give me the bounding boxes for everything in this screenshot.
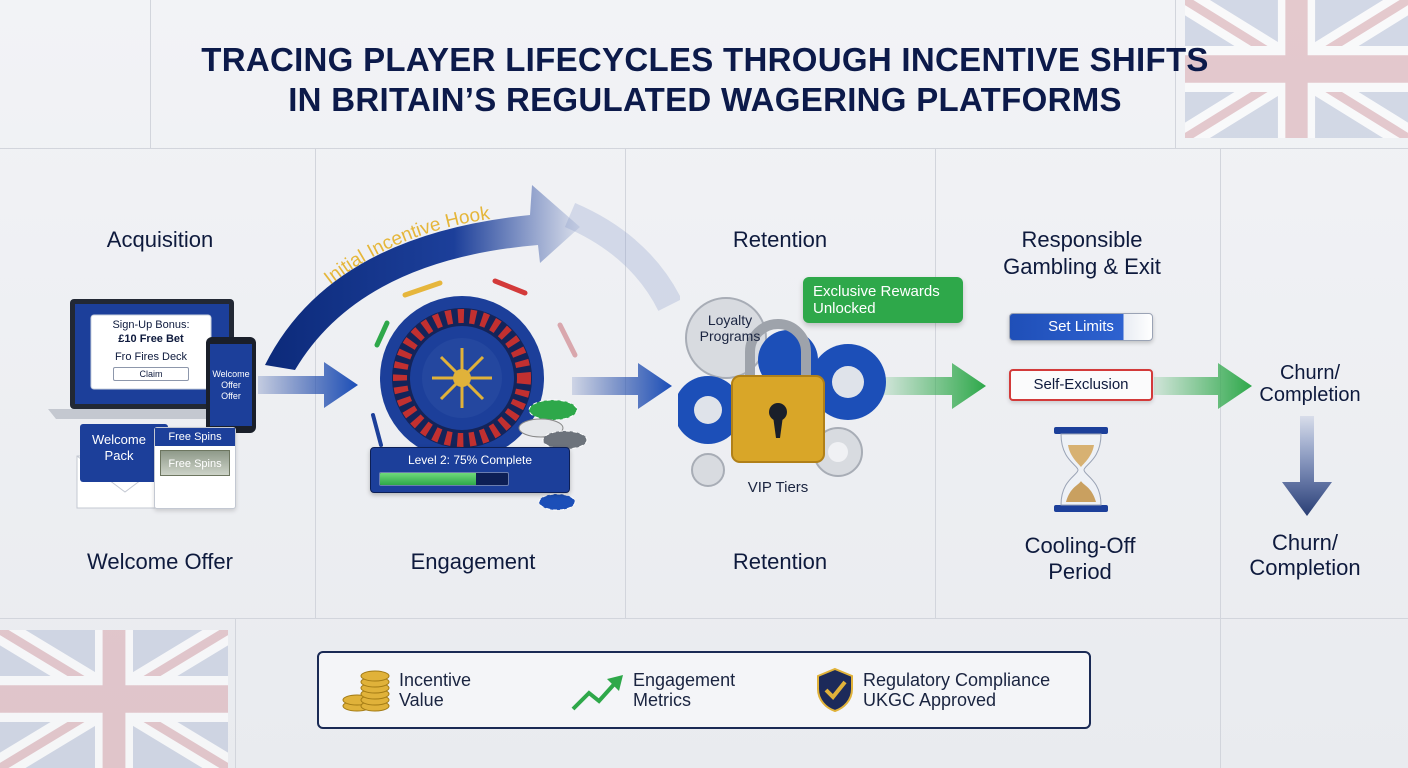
grid-line [150, 0, 151, 148]
progress-fill [380, 473, 476, 485]
grid-line [1220, 148, 1221, 768]
churn-top-line-2: Completion [1259, 384, 1361, 406]
grid-line [0, 618, 1408, 619]
legend-incentive: Incentive Value [399, 670, 471, 710]
stage-label-welcome-offer: Welcome Offer [87, 549, 233, 574]
legend-regulatory-line-1: Regulatory Compliance [863, 670, 1051, 690]
padlock-icon [731, 319, 825, 463]
incentive-hook-arc: Initial Incentive Hook [265, 185, 680, 370]
page-title: TRACING PLAYER LIFECYCLES THROUGH INCENT… [150, 40, 1260, 120]
churn-bottom-line-1: Churn/ [1271, 530, 1339, 555]
free-spins-ticket: Free Spins [160, 450, 230, 476]
title-line-2: IN BRITAIN’S REGULATED WAGERING PLATFORM… [288, 81, 1122, 118]
envelope-line-1: Welcome [92, 432, 146, 447]
laptop-icon [48, 299, 238, 419]
stage-label-engagement: Engagement [410, 549, 536, 574]
envelope-text: Welcome Pack [80, 432, 158, 464]
arrow-churn-down [1282, 416, 1332, 516]
trend-up-icon [571, 675, 623, 711]
cooling-line-1: Cooling-Off [1024, 533, 1136, 558]
set-limits-button[interactable]: Set Limits [1009, 313, 1153, 341]
level-progress-panel: Level 2: 75% Complete [370, 447, 570, 493]
free-spins-header: Free Spins [155, 428, 235, 446]
legend: Incentive Value Engagement Metrics Regul… [317, 651, 1091, 729]
coins-icon [342, 670, 390, 712]
loyalty-text: Loyalty Programs [699, 312, 761, 344]
stage-label-cooling-off: Cooling-Off Period [980, 533, 1180, 585]
shield-check-icon [817, 667, 853, 713]
legend-engagement: Engagement Metrics [633, 670, 735, 710]
arrow-retention-to-responsible [884, 363, 986, 409]
cooling-line-2: Period [1048, 559, 1112, 584]
stage-label-churn-bottom: Churn/ Completion [1225, 530, 1385, 580]
legend-engagement-line-2: Metrics [633, 690, 691, 710]
laptop-claim-button[interactable]: Claim [113, 367, 189, 381]
laptop-line-3: Fro Fires Deck [114, 351, 188, 363]
uk-flag-top-right [1185, 0, 1408, 138]
arrow-engagement-to-retention [572, 363, 672, 409]
stage-label-retention-top: Retention [732, 227, 828, 252]
grid-line [235, 618, 236, 768]
hourglass-icon [1054, 427, 1108, 512]
legend-incentive-line-2: Value [399, 690, 444, 710]
stage-label-retention-bottom: Retention [732, 549, 828, 574]
uk-flag-bottom-left [0, 630, 228, 768]
stage-label-responsible: Responsible Gambling & Exit [962, 226, 1202, 280]
progress-track [379, 472, 509, 486]
free-spins-card: Free Spins Free Spins [154, 427, 236, 509]
stage-label-acquisition: Acquisition [106, 227, 214, 252]
legend-incentive-line-1: Incentive [399, 670, 472, 690]
loyalty-programs-label: Loyalty Programs [690, 312, 770, 344]
laptop-line-2: £10 Free Bet [118, 333, 184, 345]
casino-chips-icon [518, 399, 588, 511]
phone-line-1: Welcome [212, 369, 250, 379]
vip-tiers-label: VIP Tiers [747, 479, 809, 496]
churn-bottom-line-2: Completion [1249, 555, 1361, 580]
exclusive-rewards-badge: Exclusive Rewards Unlocked [803, 277, 963, 323]
grid-line [0, 148, 1408, 149]
roulette-wheel-icon [380, 296, 544, 460]
arrow-acquisition-to-engagement [258, 362, 358, 408]
phone-line-3: Offer [221, 391, 241, 401]
progress-text: Level 2: 75% Complete [407, 453, 533, 467]
arrow-responsible-to-churn [1154, 363, 1252, 409]
phone-line-2: Offer [221, 380, 241, 390]
gears-icon [678, 297, 886, 487]
laptop-line-1: Sign-Up Bonus: [112, 319, 190, 331]
phone-icon [206, 337, 256, 433]
legend-regulatory-line-2: UKGC Approved [863, 690, 997, 710]
title-line-1: TRACING PLAYER LIFECYCLES THROUGH INCENT… [201, 41, 1209, 78]
laptop-screen-text: Sign-Up Bonus: £10 Free Bet Fro Fires De… [91, 318, 211, 381]
stage-label-churn-top: Churn/ Completion [1230, 362, 1390, 406]
responsible-line-2: Gambling & Exit [1003, 254, 1161, 279]
legend-regulatory: Regulatory Compliance UKGC Approved [863, 670, 1050, 710]
legend-engagement-line-1: Engagement [633, 670, 736, 690]
phone-screen-text: Welcome Offer Offer [210, 369, 252, 402]
envelope-line-2: Pack [104, 448, 134, 463]
churn-top-line-1: Churn/ [1279, 362, 1341, 384]
self-exclusion-button[interactable]: Self-Exclusion [1009, 369, 1153, 401]
motion-dashes [371, 278, 578, 447]
responsible-line-1: Responsible [1021, 227, 1143, 252]
grid-line [1175, 0, 1176, 148]
